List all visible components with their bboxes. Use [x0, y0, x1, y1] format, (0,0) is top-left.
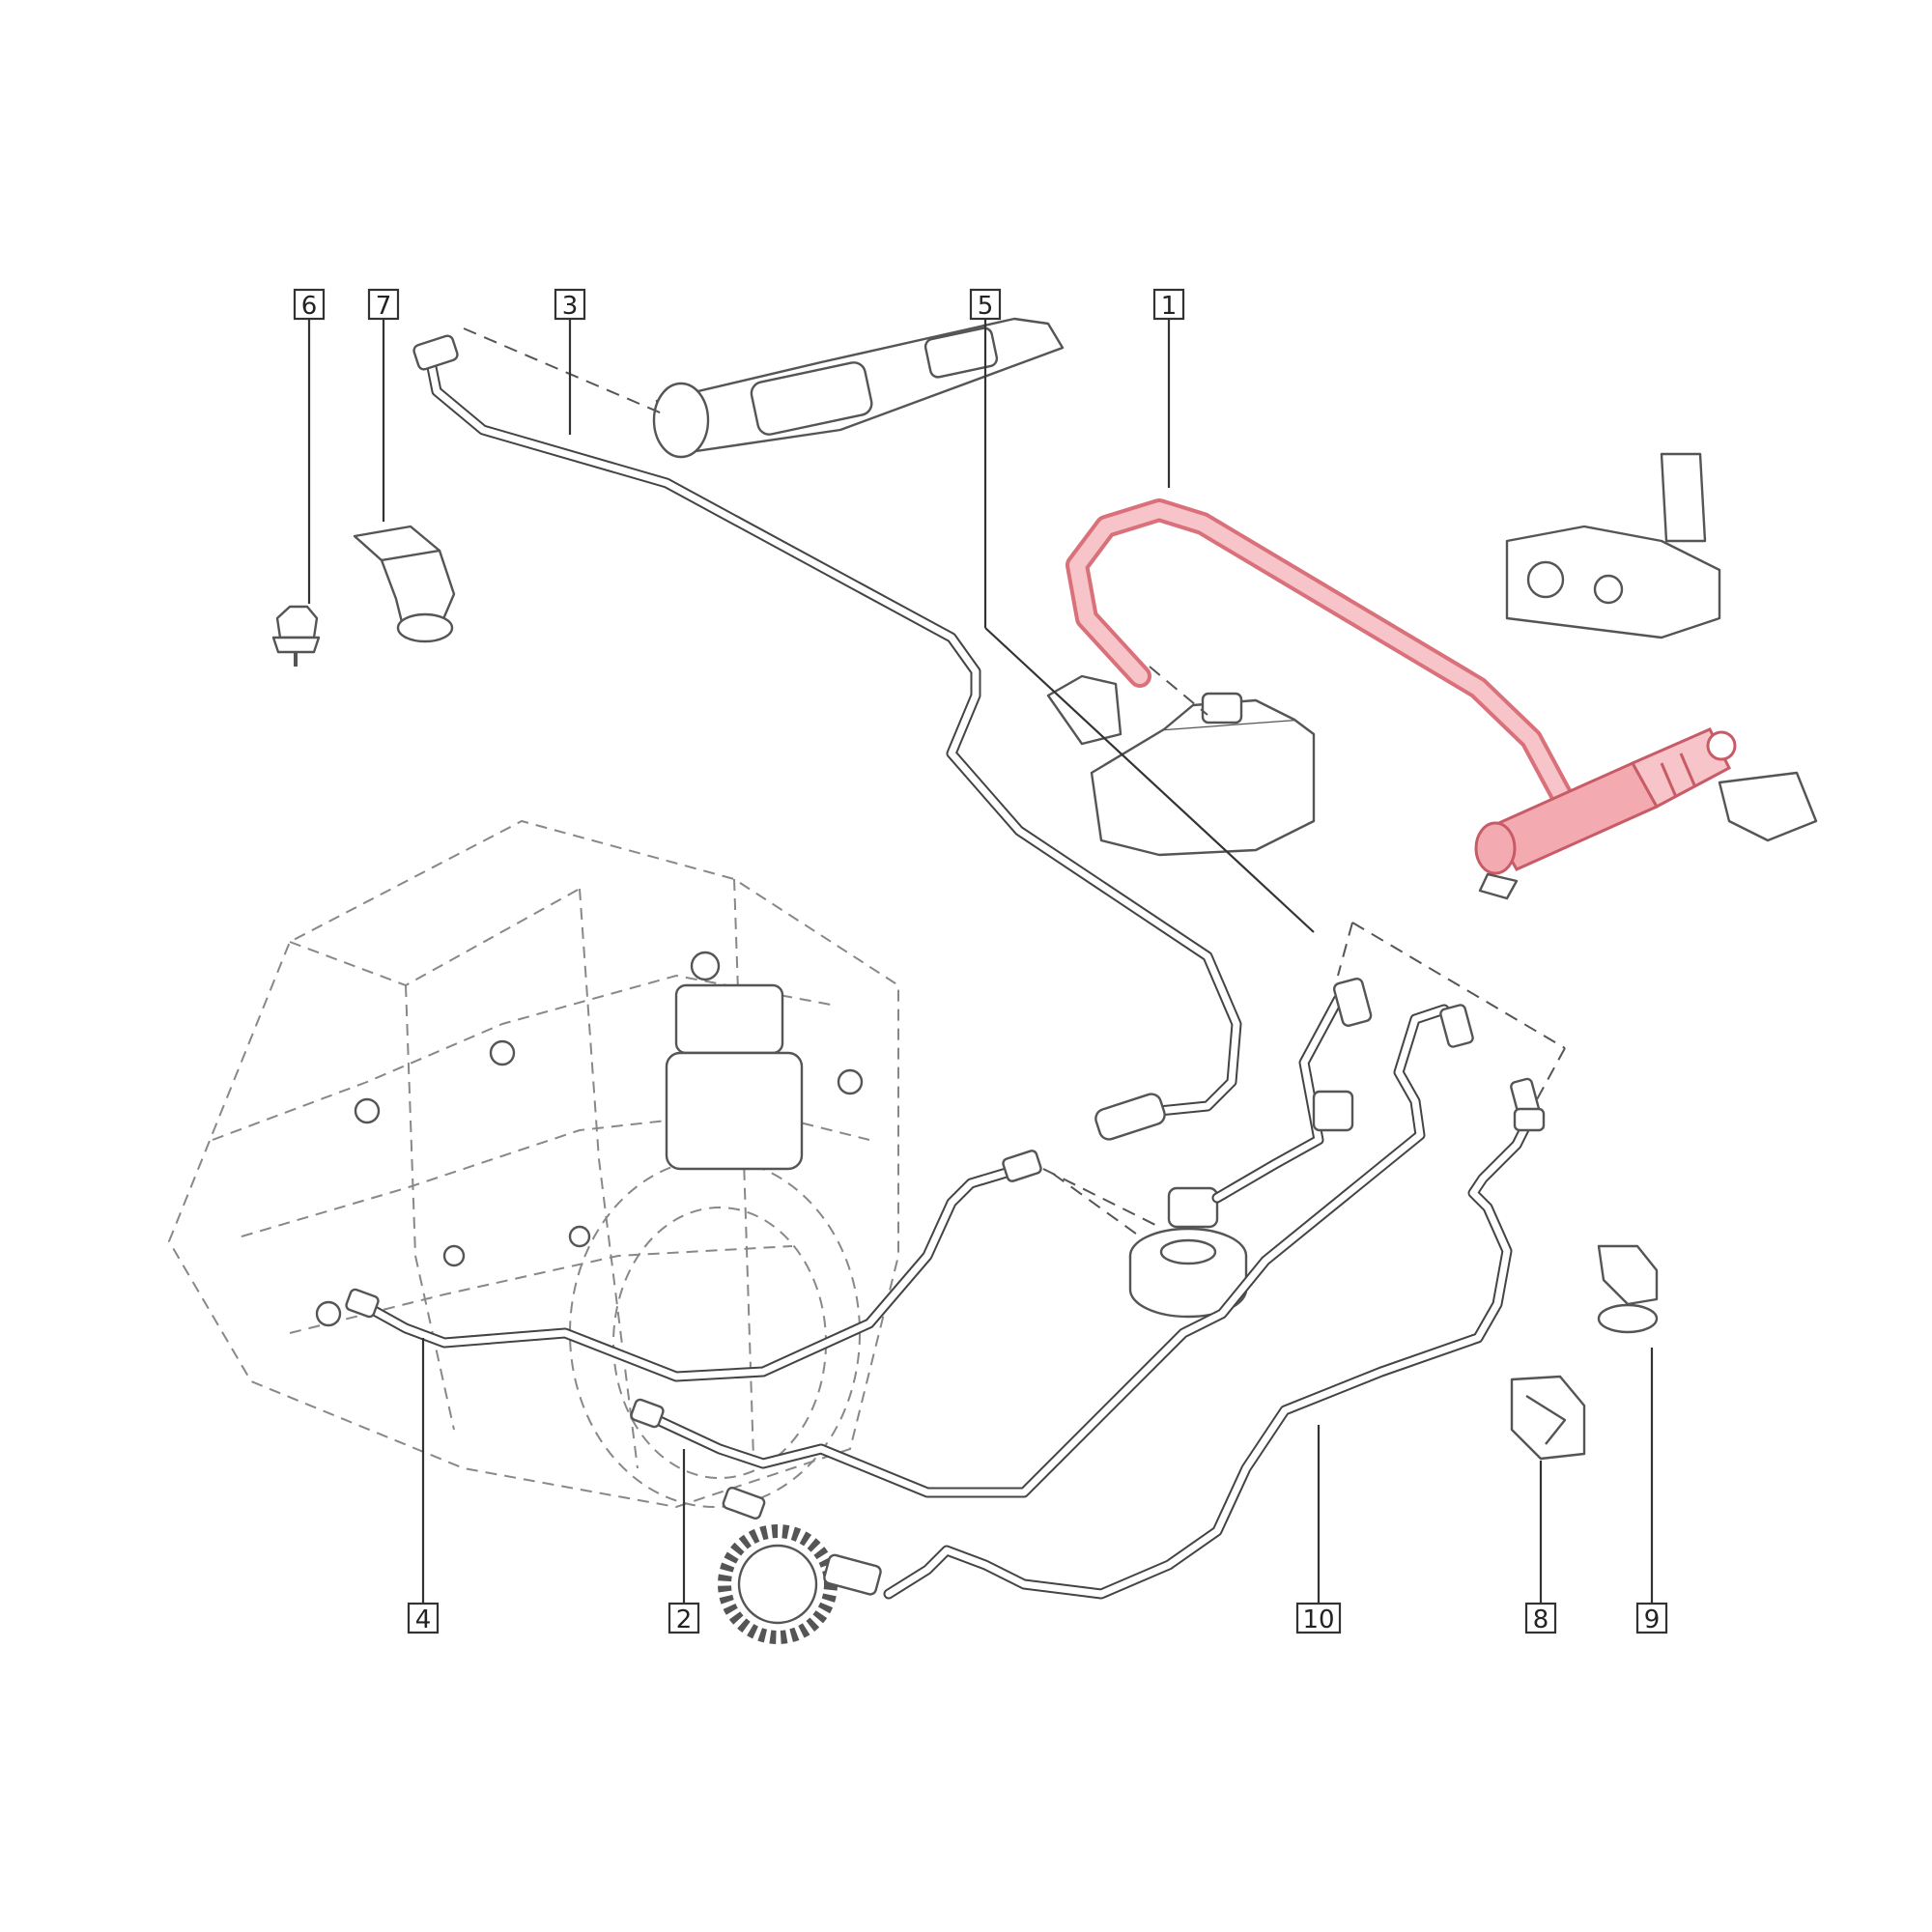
svg-text:9: 9 [1644, 1605, 1661, 1634]
svg-text:4: 4 [415, 1605, 432, 1634]
svg-text:8: 8 [1533, 1605, 1549, 1634]
callout-9: 9 [1635, 1602, 1668, 1634]
fluid-reservoir [1046, 666, 1316, 857]
clutch-pipe-2 [630, 978, 1474, 1498]
clutch-pipe-3 [412, 334, 1242, 1141]
svg-text:7: 7 [376, 292, 392, 321]
clip-8 [1510, 1375, 1586, 1461]
callout-10: 10 [1295, 1602, 1342, 1634]
callout-8: 8 [1524, 1602, 1557, 1634]
leader-lines [307, 319, 1654, 1604]
callout-2: 2 [668, 1602, 700, 1634]
callout-4: 4 [407, 1602, 440, 1634]
svg-text:2: 2 [676, 1605, 693, 1634]
gearbox-housing [167, 819, 899, 1509]
slave-cylinder [1474, 727, 1737, 900]
callout-6: 6 [293, 288, 326, 321]
clip-7 [353, 525, 456, 643]
clip-6 [271, 605, 321, 667]
callout-7: 7 [367, 288, 400, 321]
pedal-bracket [1505, 452, 1818, 842]
sensor-gear-ring [718, 1487, 882, 1644]
sensor-harness-10 [718, 922, 1566, 1644]
clutch-master-cylinder-ghost [463, 317, 1065, 459]
svg-text:5: 5 [978, 292, 994, 321]
svg-text:10: 10 [1302, 1605, 1334, 1634]
clip-9 [1597, 1244, 1659, 1334]
svg-text:1: 1 [1161, 292, 1178, 321]
clutch-pipe-4 [345, 1150, 1160, 1382]
callout-5: 5 [969, 288, 1002, 321]
svg-text:6: 6 [301, 292, 318, 321]
callout-3: 3 [554, 288, 586, 321]
svg-text:3: 3 [562, 292, 579, 321]
release-bearing [1052, 994, 1354, 1319]
callout-1: 1 [1152, 288, 1185, 321]
clutch-hose-highlighted [1065, 498, 1737, 900]
